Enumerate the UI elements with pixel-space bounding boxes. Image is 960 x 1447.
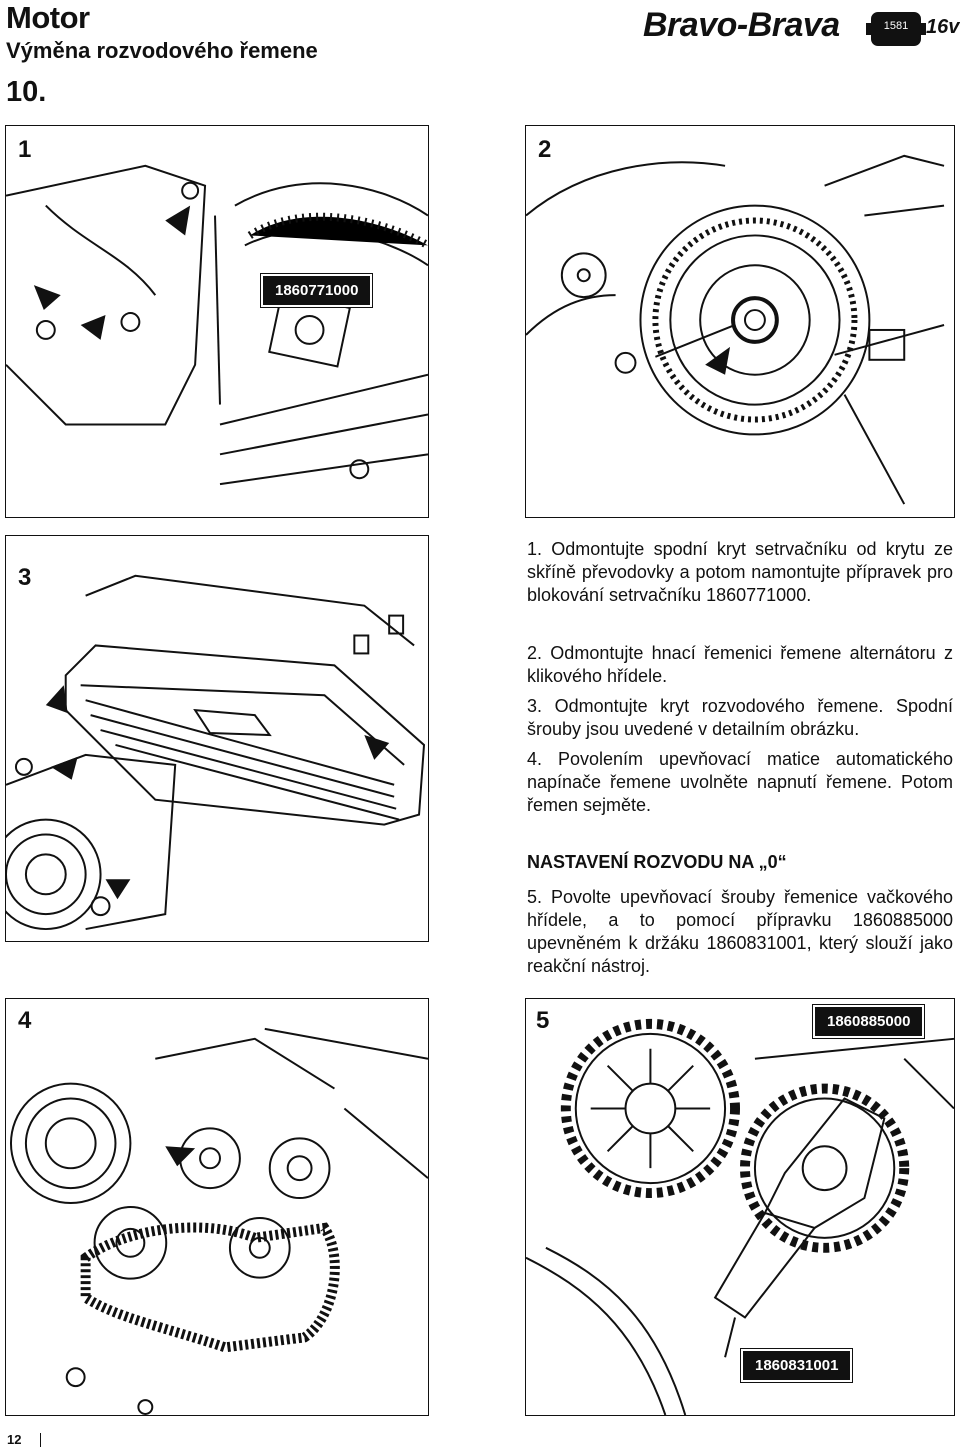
section-heading: NASTAVENÍ ROZVODU NA „0“ <box>527 852 787 872</box>
figure-3: 3 <box>5 535 429 942</box>
step-1-text: 1. Odmontujte spodní kryt setrvačníku od… <box>527 539 953 605</box>
figure-number: 2 <box>538 136 552 163</box>
figure-number: 5 <box>536 1007 550 1034</box>
valves-label: 16v <box>926 16 960 38</box>
step-2-text: 2. Odmontujte hnací řemenici řemene alte… <box>527 643 953 686</box>
figure-1: 1 1860771000 <box>5 125 429 518</box>
belt-tensioner-illustration <box>9 1027 428 1415</box>
engine-badge-icon: 1581 <box>866 12 926 46</box>
belt-cover-illustration <box>6 574 426 931</box>
step-4-text: 4. Povolením upevňovací matice automatic… <box>527 749 953 815</box>
page-subtitle: Výměna rozvodového řemene <box>6 38 318 63</box>
section-title: Motor <box>6 0 90 35</box>
step-5-text: 5. Povolte upevňovací šrouby řemenice va… <box>527 887 953 976</box>
chapter-number: 10. <box>6 76 47 108</box>
flywheel-lock-illustration <box>6 164 428 486</box>
crankshaft-pulley-illustration <box>526 154 945 505</box>
figure-number: 3 <box>18 564 32 591</box>
tool-label: 1860771000 <box>259 273 374 308</box>
figure-number: 4 <box>18 1007 32 1034</box>
camshaft-pulleys-illustration <box>526 1018 954 1415</box>
figure-2: 2 <box>525 125 955 518</box>
figure-5: 5 1860885000 1860831001 <box>525 998 955 1416</box>
brand-name: Bravo-Brava <box>643 6 840 44</box>
tool-label: 1860885000 <box>811 1004 926 1039</box>
step-3-text: 3. Odmontujte kryt rozvodového řemene. S… <box>527 696 953 739</box>
page-number: 12 <box>7 1432 22 1447</box>
figure-number: 1 <box>18 136 32 163</box>
holder-label: 1860831001 <box>739 1348 854 1383</box>
page-divider <box>40 1433 41 1447</box>
figure-4: 4 <box>5 998 429 1416</box>
